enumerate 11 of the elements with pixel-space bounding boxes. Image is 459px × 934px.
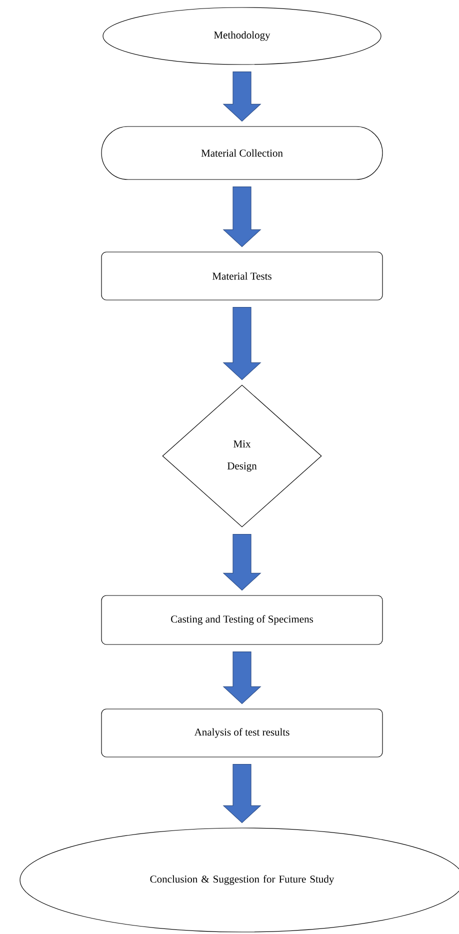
process-box: Casting and Testing of Specimens — [101, 595, 383, 645]
process-box: Analysis of test results — [101, 708, 383, 758]
block-arrow — [222, 534, 262, 591]
block-arrow — [222, 764, 262, 824]
block-arrow — [222, 186, 262, 248]
block-arrow — [222, 652, 262, 704]
terminal-box: Material Collection — [101, 126, 383, 180]
block-arrow — [222, 307, 262, 380]
ellipse-node: Methodology — [102, 7, 382, 65]
process-box: Material Tests — [101, 252, 383, 300]
block-arrow — [222, 72, 262, 122]
